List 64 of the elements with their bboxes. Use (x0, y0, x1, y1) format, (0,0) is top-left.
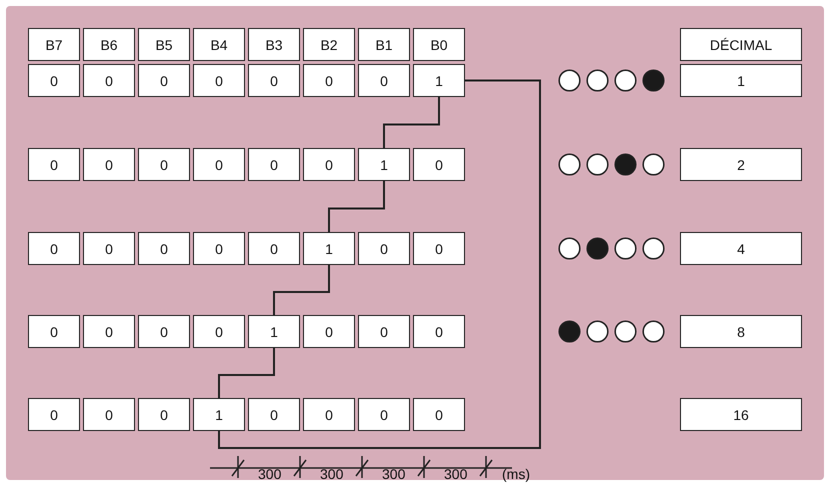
bit-cell: 0 (413, 232, 465, 265)
bit-cell: 0 (413, 398, 465, 431)
bit-cell: 1 (248, 315, 300, 348)
bit-cell: 0 (358, 232, 410, 265)
bit-cell: 0 (413, 315, 465, 348)
unit-label: (ms) (502, 466, 530, 482)
bit-cell: 0 (248, 148, 300, 181)
bit-cell: 0 (303, 315, 355, 348)
bit-cell: 0 (358, 64, 410, 97)
decimal-value-box: 8 (680, 315, 802, 348)
bit-cell: 0 (28, 398, 80, 431)
bit-cell: 0 (413, 148, 465, 181)
column-header: B2 (303, 28, 355, 61)
bit-cell: 0 (28, 232, 80, 265)
bit-cell: 0 (138, 315, 190, 348)
decimal-value-box: 16 (680, 398, 802, 431)
bit-cell: 0 (138, 232, 190, 265)
bit-cell: 0 (193, 64, 245, 97)
column-header: B4 (193, 28, 245, 61)
bit-cell: 0 (303, 64, 355, 97)
bit-cell: 0 (28, 64, 80, 97)
column-header: B1 (358, 28, 410, 61)
bit-cell: 0 (28, 148, 80, 181)
time-label: 300 (382, 466, 406, 482)
connector-line (328, 181, 385, 232)
decimal-value-box: 1 (680, 64, 802, 97)
bit-cell: 0 (83, 232, 135, 265)
bit-cell: 0 (83, 315, 135, 348)
bit-cell: 0 (248, 398, 300, 431)
bit-cell: 0 (83, 64, 135, 97)
column-header: B0 (413, 28, 465, 61)
decimal-value-box: 4 (680, 232, 802, 265)
connector-line (218, 348, 275, 398)
bit-cell: 0 (303, 148, 355, 181)
connector-line (218, 80, 541, 449)
bit-cell: 1 (413, 64, 465, 97)
bit-cell: 1 (193, 398, 245, 431)
bit-cell: 0 (138, 398, 190, 431)
bit-cell: 0 (193, 148, 245, 181)
connector-line (383, 97, 440, 148)
bit-cell: 0 (28, 315, 80, 348)
bit-cell: 0 (138, 148, 190, 181)
bit-cell: 0 (83, 148, 135, 181)
bit-cell: 0 (193, 232, 245, 265)
bit-cell: 0 (248, 232, 300, 265)
bit-cell: 0 (358, 398, 410, 431)
column-header: B5 (138, 28, 190, 61)
column-header: B3 (248, 28, 300, 61)
bit-cell: 1 (358, 148, 410, 181)
bit-cell: 0 (358, 315, 410, 348)
column-header: DÉCIMAL (680, 28, 802, 61)
time-label: 300 (258, 466, 282, 482)
bit-cell: 0 (138, 64, 190, 97)
column-header: B6 (83, 28, 135, 61)
decimal-value-box: 2 (680, 148, 802, 181)
connector-line (273, 265, 330, 315)
bit-cell: 0 (303, 398, 355, 431)
bit-cell: 0 (248, 64, 300, 97)
bit-cell: 0 (193, 315, 245, 348)
bit-cell: 0 (83, 398, 135, 431)
column-header: B7 (28, 28, 80, 61)
bit-cell: 1 (303, 232, 355, 265)
time-label: 300 (444, 466, 468, 482)
time-label: 300 (320, 466, 344, 482)
